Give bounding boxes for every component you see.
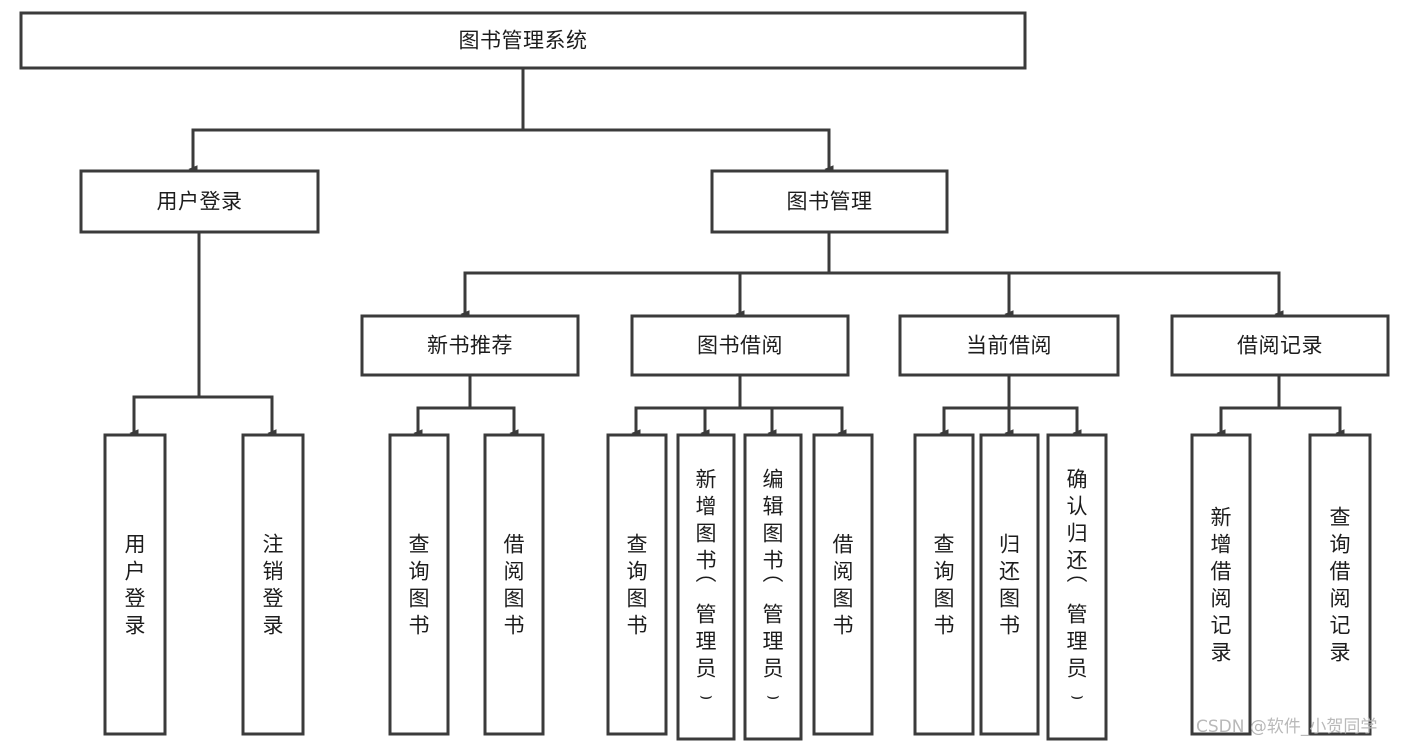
node-label-leaf-edit-book: 编辑图书⌒管理员⌣ xyxy=(763,468,784,708)
node-box-borrow-record[interactable] xyxy=(1170,314,1390,377)
node-box-leaf-query-borrow-record[interactable] xyxy=(1308,433,1372,736)
connector-root-to-level2 xyxy=(188,66,834,173)
node-label-leaf-borrow-book-2: 借阅图书 xyxy=(833,533,854,638)
node-leaf-query-book-3[interactable]: 查询图书 xyxy=(913,433,975,736)
node-leaf-borrow-book-2[interactable]: 借阅图书 xyxy=(812,433,874,736)
node-leaf-borrow-book-1[interactable]: 借阅图书 xyxy=(483,433,545,736)
node-boxes: 图书管理系统用户登录图书管理新书推荐图书借阅当前借阅借阅记录用户登录注销登录查询… xyxy=(19,11,1390,741)
node-label-new-book-recommend: 新书推荐 xyxy=(427,334,513,358)
node-label-borrow-record: 借阅记录 xyxy=(1237,334,1323,358)
node-box-user-login[interactable] xyxy=(79,169,320,234)
node-label-leaf-query-book-1: 查询图书 xyxy=(409,533,430,638)
node-label-user-login: 用户登录 xyxy=(157,190,243,214)
node-label-leaf-user-login: 用户登录 xyxy=(125,533,146,638)
node-label-leaf-query-book-3: 查询图书 xyxy=(934,533,955,638)
node-box-leaf-edit-book[interactable] xyxy=(743,433,803,741)
node-box-leaf-logout-login[interactable] xyxy=(241,433,305,736)
node-box-new-book-recommend[interactable] xyxy=(360,314,580,377)
node-box-leaf-query-book-2[interactable] xyxy=(606,433,668,736)
node-label-leaf-return-book: 归还图书 xyxy=(999,533,1020,638)
connector-links xyxy=(129,66,1345,437)
connector-borrow-record-to-leaves xyxy=(1216,373,1345,437)
node-new-book-recommend[interactable]: 新书推荐 xyxy=(360,314,580,377)
node-label-leaf-query-book-2: 查询图书 xyxy=(627,533,648,638)
connector-book-manage-to-level3 xyxy=(460,230,1284,318)
node-leaf-user-login[interactable]: 用户登录 xyxy=(103,433,167,736)
node-leaf-return-book[interactable]: 归还图书 xyxy=(979,433,1040,736)
node-box-book-borrow[interactable] xyxy=(630,314,850,377)
node-box-leaf-add-book[interactable] xyxy=(676,433,736,741)
node-label-book-borrow: 图书借阅 xyxy=(697,334,783,358)
connector-book-borrow-to-leaves xyxy=(631,373,847,437)
node-leaf-logout-login[interactable]: 注销登录 xyxy=(241,433,305,736)
node-box-leaf-borrow-book-1[interactable] xyxy=(483,433,545,736)
node-leaf-query-borrow-record[interactable]: 查询借阅记录 xyxy=(1308,433,1372,736)
node-leaf-query-book-2[interactable]: 查询图书 xyxy=(606,433,668,736)
node-box-root[interactable] xyxy=(19,11,1027,70)
node-borrow-record[interactable]: 借阅记录 xyxy=(1170,314,1390,377)
node-leaf-confirm-return[interactable]: 确认归还⌒管理员⌣ xyxy=(1046,433,1108,741)
node-label-leaf-confirm-return: 确认归还⌒管理员⌣ xyxy=(1067,468,1088,708)
node-root[interactable]: 图书管理系统 xyxy=(19,11,1027,70)
node-label-leaf-borrow-book-1: 借阅图书 xyxy=(504,533,525,638)
node-label-leaf-query-borrow-record: 查询借阅记录 xyxy=(1330,506,1351,665)
connector-user-login-to-leaves xyxy=(129,230,277,437)
node-box-current-borrow[interactable] xyxy=(898,314,1120,377)
connector-new-book-recommend-to-leaves xyxy=(413,373,519,437)
node-label-current-borrow: 当前借阅 xyxy=(966,334,1052,358)
node-box-leaf-return-book[interactable] xyxy=(979,433,1040,736)
csdn-watermark: CSDN @软件_小贺同学 xyxy=(1196,717,1377,737)
node-label-leaf-add-borrow-record: 新增借阅记录 xyxy=(1211,506,1232,665)
node-book-manage[interactable]: 图书管理 xyxy=(710,169,949,234)
node-box-leaf-query-book-1[interactable] xyxy=(388,433,450,736)
node-label-leaf-logout-login: 注销登录 xyxy=(263,533,284,638)
node-book-borrow[interactable]: 图书借阅 xyxy=(630,314,850,377)
node-leaf-edit-book[interactable]: 编辑图书⌒管理员⌣ xyxy=(743,433,803,741)
node-current-borrow[interactable]: 当前借阅 xyxy=(898,314,1120,377)
node-box-leaf-confirm-return[interactable] xyxy=(1046,433,1108,741)
node-label-root: 图书管理系统 xyxy=(459,29,588,53)
node-leaf-add-book[interactable]: 新增图书⌒管理员⌣ xyxy=(676,433,736,741)
node-box-leaf-query-book-3[interactable] xyxy=(913,433,975,736)
connector-current-borrow-to-leaves xyxy=(939,373,1082,437)
node-user-login[interactable]: 用户登录 xyxy=(79,169,320,234)
node-label-book-manage: 图书管理 xyxy=(787,190,873,214)
node-box-leaf-add-borrow-record[interactable] xyxy=(1190,433,1252,736)
node-box-book-manage[interactable] xyxy=(710,169,949,234)
node-label-leaf-add-book: 新增图书⌒管理员⌣ xyxy=(696,468,717,708)
node-box-leaf-user-login[interactable] xyxy=(103,433,167,736)
node-leaf-add-borrow-record[interactable]: 新增借阅记录 xyxy=(1190,433,1252,736)
node-leaf-query-book-1[interactable]: 查询图书 xyxy=(388,433,450,736)
node-box-leaf-borrow-book-2[interactable] xyxy=(812,433,874,736)
